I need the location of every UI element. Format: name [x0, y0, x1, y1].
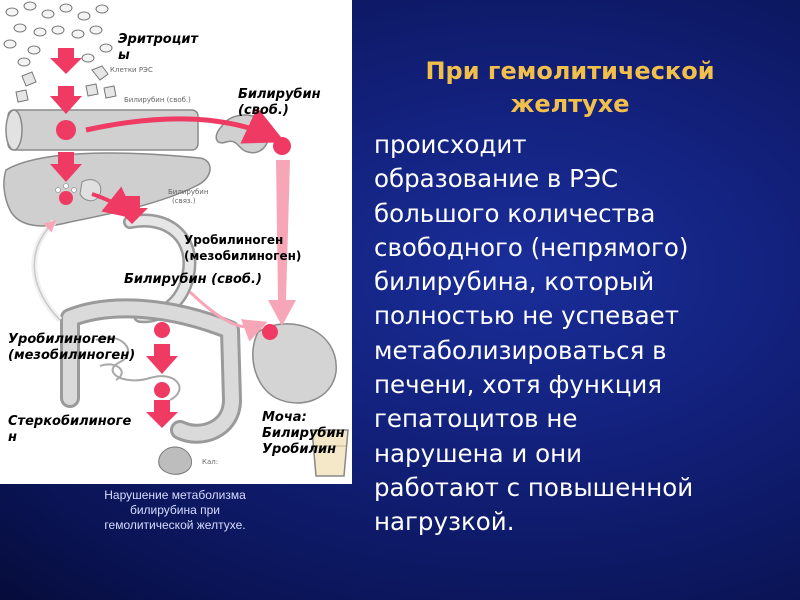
label-bilirubin-bound-small-2: (связ.)	[172, 197, 196, 205]
label-bilirubin-free-small: Билирубин (своб.)	[124, 96, 191, 104]
label-res-cells: Клетки РЭС	[110, 66, 153, 74]
label-feces: Кал:	[202, 458, 218, 466]
label-stercobilinogen: Стеркобилиноге н	[8, 414, 131, 446]
label-bilirubin-free-intestine: Билирубин (своб.)	[124, 272, 262, 288]
bilirubin-metabolism-diagram: Клетки РЭС Билирубин (своб.) Билирубин (…	[0, 0, 352, 484]
diagram-caption: Нарушение метаболизма билирубина при гем…	[40, 488, 310, 533]
label-bilirubin-bound-small-1: Билирубин	[168, 188, 208, 196]
label-urobilinogen-lower: Уробилиноген (мезобилиноген)	[8, 332, 135, 364]
slide-body-text: происходит образование в РЭС большого ко…	[374, 128, 794, 540]
blood-vessel	[6, 110, 198, 150]
label-bilirubin-free: Билирубин (своб.)	[238, 87, 321, 119]
slide-heading: При гемолитической желтухе	[360, 55, 780, 121]
label-urine: Моча: Билирубин Уробилин	[262, 410, 345, 458]
feces	[159, 447, 192, 474]
label-urobilinogen-upper: Уробилиноген (мезобилиноген)	[184, 232, 301, 264]
label-erythrocytes: Эритроцит ы	[118, 32, 198, 64]
